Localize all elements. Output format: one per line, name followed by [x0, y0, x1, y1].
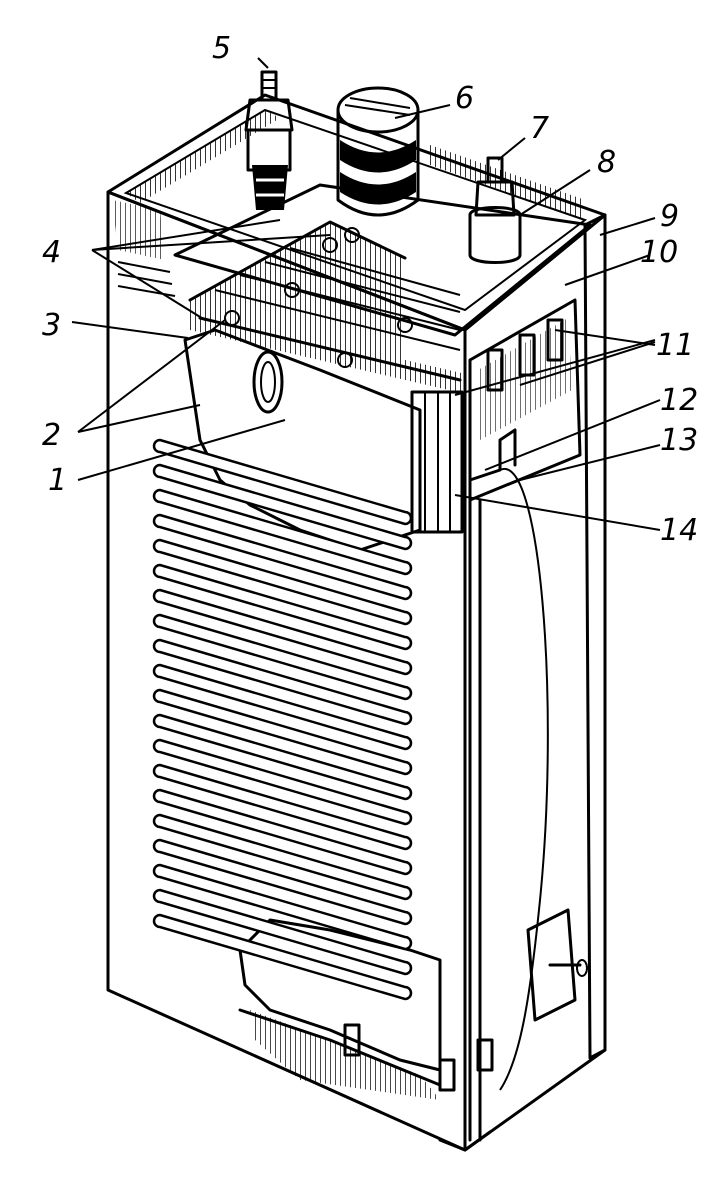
- callout-4: 4: [42, 235, 61, 270]
- callout-13: 13: [660, 423, 698, 458]
- case-rib-slot: [152, 463, 413, 551]
- case-rib-slot: [152, 738, 413, 826]
- callout-8: 8: [597, 145, 616, 180]
- case-rib-slot: [152, 813, 413, 901]
- callout-14: 14: [660, 513, 698, 548]
- case-rib-slot: [152, 638, 413, 726]
- case-rib-slot: [152, 888, 413, 976]
- case-rib-slot: [152, 863, 413, 951]
- case-rib-slot: [152, 663, 413, 751]
- case-rib-slot: [152, 788, 413, 876]
- case-rib-slot: [152, 913, 413, 1001]
- case-rib-slot: [152, 438, 413, 526]
- callout-5: 5: [212, 31, 231, 66]
- case-rib-slot: [152, 488, 413, 576]
- leader-lines: [71, 57, 661, 531]
- terminal-post-right: [468, 156, 522, 264]
- callout-11: 11: [656, 328, 694, 363]
- case-rib-slot: [152, 538, 413, 626]
- callout-10: 10: [640, 235, 678, 270]
- callout-labels: 5 6 7 8 9 10 4 3 11 12 2 13 1 14: [42, 31, 698, 548]
- callout-6: 6: [455, 81, 474, 116]
- side-cutaway: [468, 298, 582, 1142]
- vent-cap: [336, 86, 420, 217]
- case-rib-slot: [152, 713, 413, 801]
- case-rib-slot: [152, 563, 413, 651]
- callout-3: 3: [42, 308, 61, 343]
- case-rib-slot: [152, 513, 413, 601]
- terminal-post-left: [244, 70, 294, 210]
- case-rib-slot: [152, 763, 413, 851]
- electrode-grid-cutaway-bottom: [238, 918, 494, 1100]
- callout-2: 2: [42, 418, 61, 453]
- electrode-plate-tops: [188, 220, 470, 395]
- callout-12: 12: [660, 383, 698, 418]
- case-rib-slot: [152, 838, 413, 926]
- case-rib-slot: [152, 688, 413, 776]
- case-rib-slot: [152, 613, 413, 701]
- callout-7: 7: [530, 111, 549, 146]
- case-ribs: [152, 438, 413, 1001]
- callout-9: 9: [660, 199, 679, 234]
- mounting-boss: [526, 908, 588, 1022]
- callout-1: 1: [48, 463, 67, 498]
- case-rib-slot: [152, 588, 413, 676]
